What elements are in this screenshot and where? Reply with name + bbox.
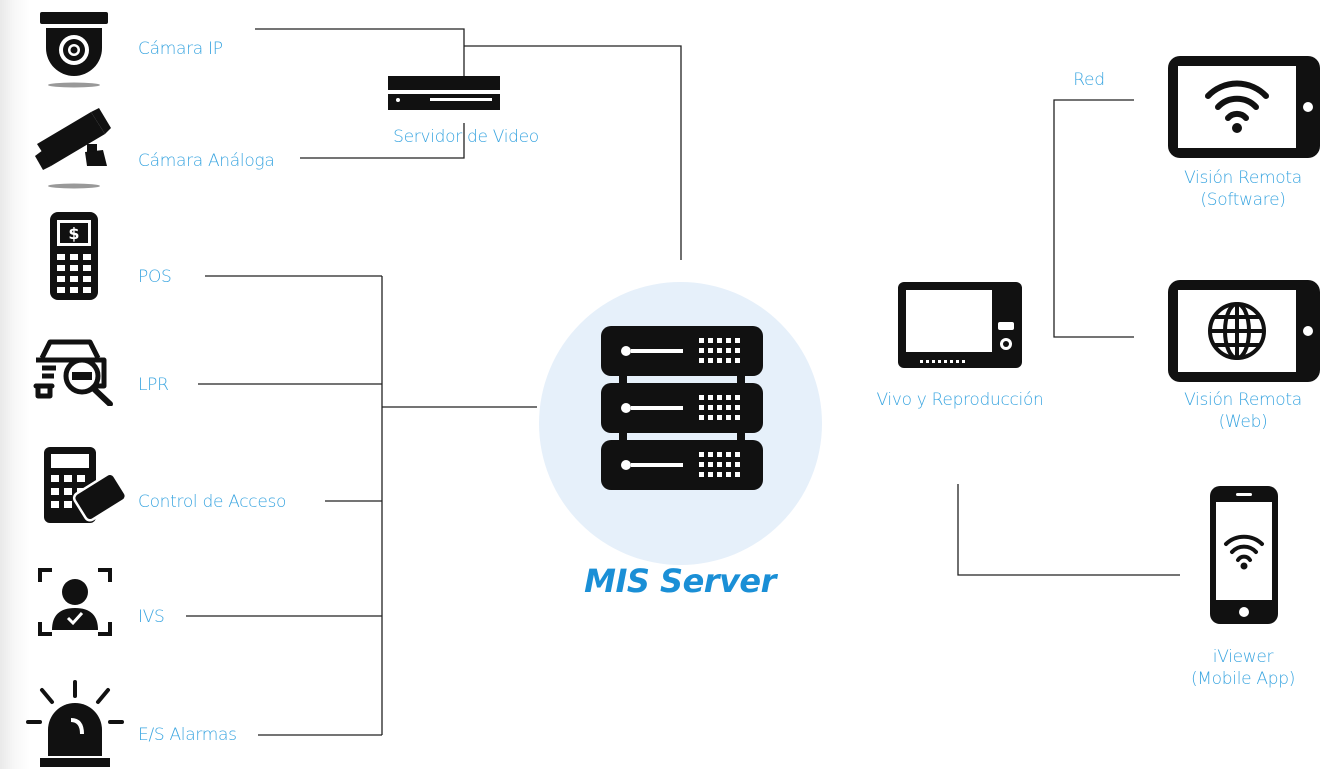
bullet-camera-icon xyxy=(35,108,111,189)
dome-camera-icon xyxy=(40,12,108,88)
nvr-icon xyxy=(388,76,500,110)
client-label-mobile-line2: (Mobile App) xyxy=(1190,669,1296,689)
keypad-card-icon xyxy=(44,447,128,523)
monitor-icon xyxy=(898,282,1022,368)
source-label-ip-camera: Cámara IP xyxy=(138,39,223,59)
client-label-remote-web-line1: Visión Remota xyxy=(1184,390,1302,410)
network-label: Red xyxy=(1073,70,1105,90)
source-label-analog-camera: Cámara Análoga xyxy=(138,151,275,171)
tablet-globe-icon xyxy=(1168,280,1320,382)
client-label-remote-software-line2: (Software) xyxy=(1200,190,1286,210)
wire-ip-camera xyxy=(255,28,465,78)
tablet-wifi-icon xyxy=(1168,56,1320,158)
svg-text:$: $ xyxy=(68,224,79,243)
car-search-icon xyxy=(33,339,113,406)
source-label-lpr: LPR xyxy=(138,375,169,395)
diagram-title: MIS Server xyxy=(584,562,776,600)
video-server-label: Servidor de Video xyxy=(393,127,539,147)
wire-mobile xyxy=(957,484,1180,576)
phone-wifi-icon xyxy=(1210,486,1278,624)
pos-terminal-icon: $ xyxy=(50,212,98,300)
client-label-remote-software-line1: Visión Remota xyxy=(1184,168,1302,188)
source-label-ivs: IVS xyxy=(138,607,165,627)
wire-network xyxy=(1053,99,1134,338)
monitor-label: Vivo y Reproducción xyxy=(876,390,1044,410)
client-label-remote-web-line2: (Web) xyxy=(1218,412,1268,432)
wire-analog-camera xyxy=(300,123,465,159)
source-label-pos: POS xyxy=(138,267,172,287)
alarm-siren-icon xyxy=(26,680,124,767)
wire-nvr-server xyxy=(464,45,682,260)
source-label-alarms: E/S Alarmas xyxy=(138,725,237,745)
client-label-mobile-line1: iViewer xyxy=(1212,647,1274,667)
server-rack-icon xyxy=(539,282,822,565)
source-label-access-control: Control de Acceso xyxy=(138,492,287,512)
face-recognition-icon xyxy=(38,568,112,636)
